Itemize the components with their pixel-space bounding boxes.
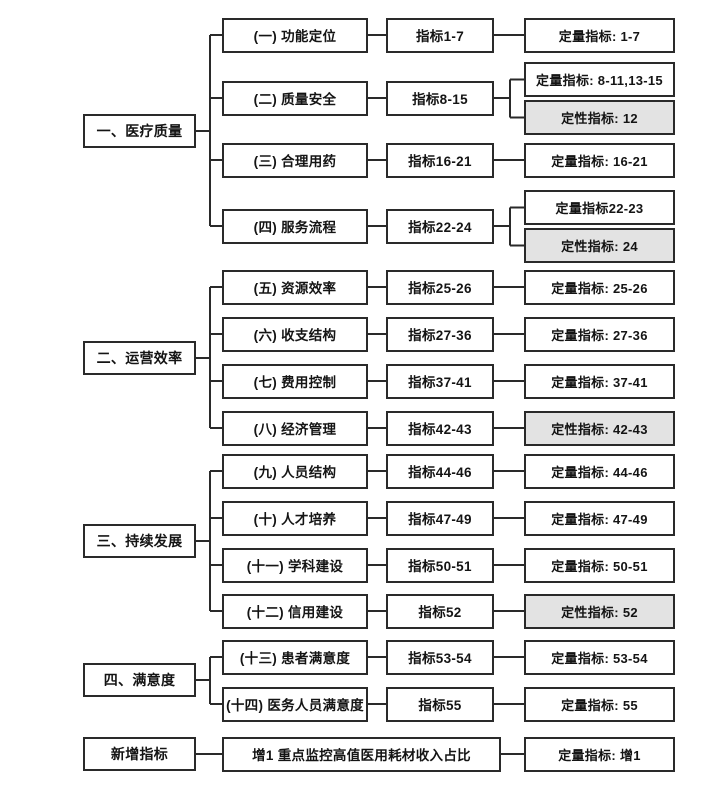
category-box: (十三) 患者满意度: [222, 639, 368, 675]
category-box: (十) 人才培养: [222, 500, 368, 536]
indicator-box: 指标16-21: [386, 142, 494, 178]
indicator-box: 指标1-7: [386, 17, 494, 53]
output-box-quantitative: 定量指标: 16-21: [524, 142, 675, 178]
category-box: (十二) 信用建设: [222, 593, 368, 629]
category-box: (三) 合理用药: [222, 142, 368, 178]
category-box: (九) 人员结构: [222, 453, 368, 489]
category-box: (二) 质量安全: [222, 80, 368, 116]
output-box-quantitative: 定量指标: 8-11,13-15: [524, 62, 675, 97]
indicator-box: 指标53-54: [386, 639, 494, 675]
output-box-quantitative: 定量指标: 44-46: [524, 453, 675, 489]
output-box-quantitative: 定量指标: 55: [524, 686, 675, 722]
output-box-quantitative: 定量指标: 25-26: [524, 269, 675, 305]
category-box: (四) 服务流程: [222, 208, 368, 244]
category-box: (七) 费用控制: [222, 363, 368, 399]
output-box-qualitative: 定性指标: 12: [524, 100, 675, 135]
output-box-quantitative: 定量指标: 27-36: [524, 316, 675, 352]
output-box-qualitative: 定性指标: 24: [524, 228, 675, 263]
output-box-quantitative: 定量指标: 50-51: [524, 547, 675, 583]
indicator-box: 指标52: [386, 593, 494, 629]
group-box-medical-quality: 一、医疗质量: [83, 114, 196, 148]
output-box-quantitative: 定量指标: 53-54: [524, 639, 675, 675]
output-box-quantitative: 定量指标22-23: [524, 190, 675, 225]
output-box-qualitative: 定性指标: 42-43: [524, 410, 675, 446]
output-box-qualitative: 定性指标: 52: [524, 593, 675, 629]
group-box-satisfaction: 四、满意度: [83, 663, 196, 697]
group-box-new-indicator: 新增指标: [83, 737, 196, 771]
category-box: (八) 经济管理: [222, 410, 368, 446]
category-box: (一) 功能定位: [222, 17, 368, 53]
output-box-quantitative: 定量指标: 1-7: [524, 17, 675, 53]
indicator-box: 指标47-49: [386, 500, 494, 536]
indicator-output-lines: [494, 34, 524, 755]
indicator-box: 指标27-36: [386, 316, 494, 352]
indicator-box: 指标25-26: [386, 269, 494, 305]
output-box-quantitative: 定量指标: 37-41: [524, 363, 675, 399]
group-box-sustainable-development: 三、持续发展: [83, 524, 196, 558]
category-box: (十四) 医务人员满意度: [222, 686, 368, 722]
category-box: (十一) 学科建设: [222, 547, 368, 583]
category-indicator-lines: [368, 34, 386, 705]
new-indicator-description-box: 增1 重点监控高值医用耗材收入占比: [222, 736, 501, 772]
category-box: (五) 资源效率: [222, 269, 368, 305]
indicator-box: 指标37-41: [386, 363, 494, 399]
indicator-box: 指标42-43: [386, 410, 494, 446]
indicator-box: 指标50-51: [386, 547, 494, 583]
indicator-box: 指标44-46: [386, 453, 494, 489]
group-box-operational-efficiency: 二、运营效率: [83, 341, 196, 375]
output-box-quantitative: 定量指标: 增1: [524, 736, 675, 772]
output-box-quantitative: 定量指标: 47-49: [524, 500, 675, 536]
indicator-box: 指标8-15: [386, 80, 494, 116]
indicator-box: 指标55: [386, 686, 494, 722]
category-box: (六) 收支结构: [222, 316, 368, 352]
group-bracket-lines: [196, 34, 222, 755]
indicator-box: 指标22-24: [386, 208, 494, 244]
